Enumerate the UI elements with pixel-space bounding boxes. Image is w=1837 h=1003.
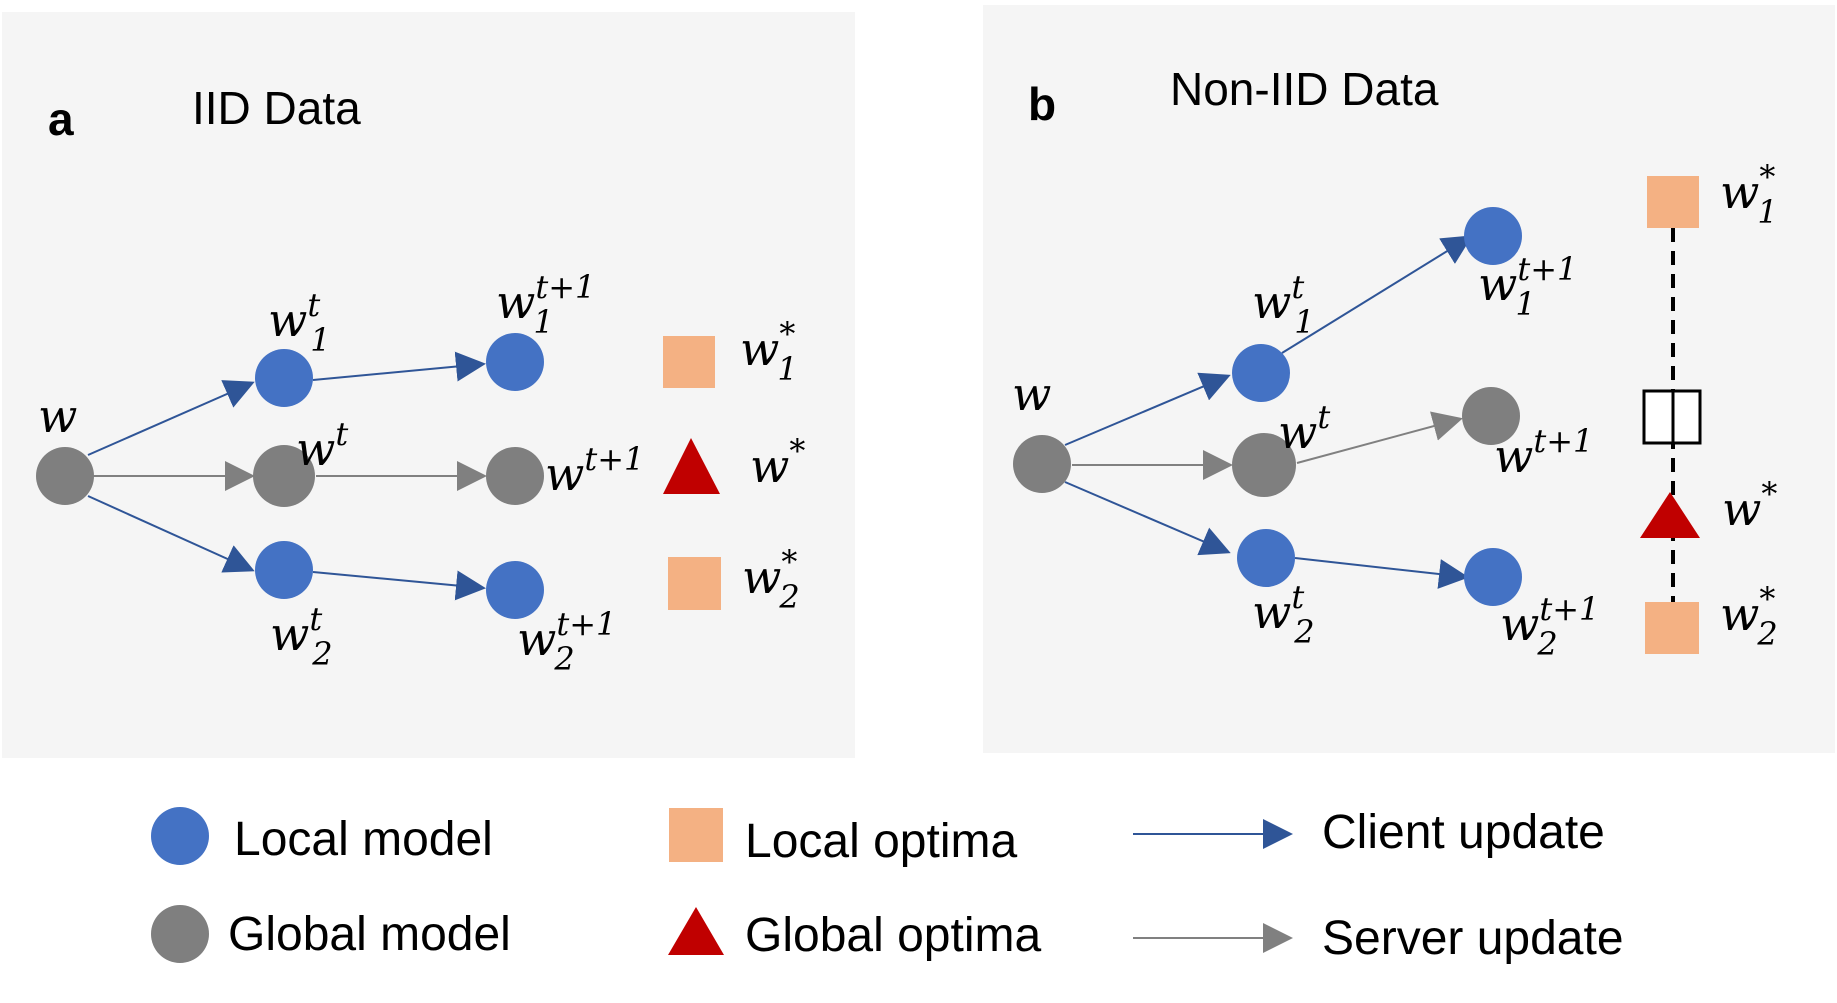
arrow-client-w-to-w1t (87, 380, 255, 456)
node-local-w1t (1232, 344, 1290, 402)
node-global-w (1013, 435, 1071, 493)
label-wt: wt (1278, 398, 1330, 459)
legend-server-update-label: Server update (1322, 912, 1624, 965)
arrow-client-w-to-w1t (1064, 372, 1231, 446)
label-wt1: wt+1 (545, 440, 644, 501)
legend: Local model Global model Local optima Gl… (151, 806, 1624, 965)
label-w2-star: w*2 (742, 543, 800, 616)
node-local-w1t1 (1464, 207, 1522, 265)
global-optimum-triangle (663, 438, 720, 494)
global-optimum-triangle (1640, 492, 1700, 538)
legend-global-optima-icon (668, 907, 724, 955)
legend-local-model-icon (151, 807, 209, 865)
legend-local-optima-icon (669, 808, 723, 862)
panel-a-letter: a (48, 93, 74, 145)
local-optimum-w1-square (663, 336, 715, 388)
local-optimum-w2-square (668, 557, 721, 610)
label-w-star: w* (1722, 475, 1777, 536)
arrow-client-w1t-to-w1t1 (312, 351, 486, 382)
label-w1-star: w*1 (1720, 158, 1778, 231)
label-w: w (1012, 367, 1051, 421)
node-global-wt1 (1462, 387, 1520, 445)
panel-a-background (2, 12, 855, 758)
node-local-w1t1 (486, 333, 544, 391)
label-wt: wt (296, 415, 348, 476)
node-global-wt (1232, 433, 1296, 497)
legend-client-update-label: Client update (1322, 806, 1605, 859)
node-local-w2t1 (486, 561, 544, 619)
legend-local-optima-label: Local optima (745, 815, 1017, 868)
legend-global-optima-label: Global optima (745, 909, 1041, 962)
node-global-wt1 (486, 447, 544, 505)
panel-b-title: Non-IID Data (1170, 63, 1439, 115)
node-local-w1t (255, 349, 313, 407)
arrow-server-wt-to-wt1 (1296, 411, 1463, 464)
panel-b-letter: b (1028, 78, 1056, 130)
arrow-client-w2t-to-w2t1 (312, 570, 486, 601)
node-local-w2t1 (1464, 548, 1522, 606)
label-w-star: w* (750, 432, 805, 493)
arrow-client-w1t-to-w1t1 (1281, 235, 1473, 354)
label-wt1: wt+1 (1494, 422, 1593, 483)
node-local-w2t (255, 541, 313, 599)
panel-a-title: IID Data (192, 82, 361, 134)
node-local-w2t (1237, 529, 1295, 587)
node-global-w (36, 447, 94, 505)
local-optimum-w1-square (1647, 176, 1699, 228)
panel-b-background (983, 5, 1835, 753)
label-w: w (38, 389, 77, 443)
arrow-client-w-to-w2t (87, 495, 255, 573)
arrow-client-w2t-to-w2t1 (1294, 557, 1469, 589)
local-optimum-w2-square (1645, 602, 1699, 654)
legend-global-model-label: Global model (228, 908, 511, 961)
legend-global-model-icon (151, 905, 209, 963)
node-global-wt (253, 445, 315, 507)
legend-local-model-label: Local model (234, 813, 493, 866)
label-w2-star: w*2 (1720, 580, 1778, 653)
arrow-client-w-to-w2t (1064, 481, 1231, 556)
label-w1-star: w*1 (740, 315, 798, 388)
